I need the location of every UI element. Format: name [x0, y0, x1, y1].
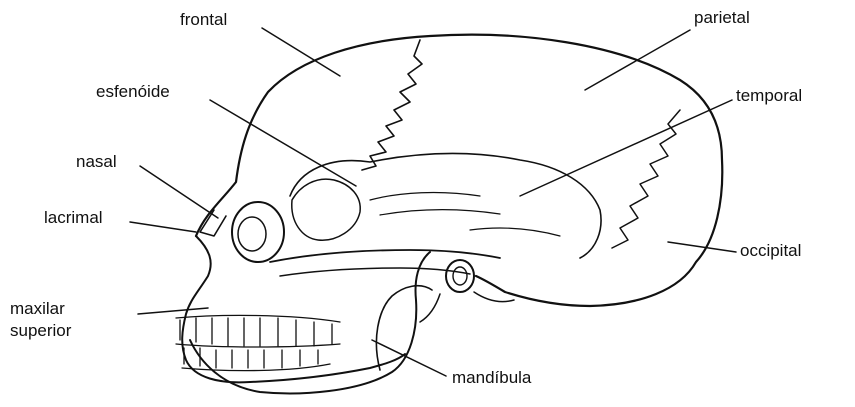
label-maxilar-superior: maxilar superior [10, 298, 71, 342]
label-nasal: nasal [76, 152, 117, 172]
lambdoid-suture [612, 110, 680, 248]
label-temporal: temporal [736, 86, 802, 106]
leader-frontal [262, 28, 340, 76]
label-mandibula: mandíbula [452, 368, 531, 388]
mastoid [420, 292, 514, 322]
squamosal-suture [290, 153, 601, 258]
coronal-suture [362, 40, 422, 170]
ear-canal [446, 260, 474, 292]
label-frontal: frontal [180, 10, 227, 30]
orbit-inner [238, 217, 266, 251]
leader-maxilar [138, 308, 208, 314]
lower-teeth [182, 348, 330, 371]
sphenoid-outline [292, 179, 360, 240]
leader-nasal [140, 166, 218, 218]
temporal-detail [370, 193, 560, 236]
label-occipital: occipital [740, 241, 801, 261]
leader-esfenoide [210, 100, 356, 186]
leader-occipital [668, 242, 736, 252]
orbit [232, 202, 284, 262]
leader-lines [130, 28, 736, 376]
label-maxilar-line2: superior [10, 320, 71, 342]
mandible-outline [190, 252, 430, 393]
leader-lacrimal [130, 222, 196, 232]
leader-parietal [585, 30, 690, 90]
leader-mandibula [372, 340, 446, 376]
zygomatic-arch-lower [280, 268, 470, 276]
label-maxilar-line1: maxilar [10, 298, 71, 320]
label-lacrimal: lacrimal [44, 208, 103, 228]
ear-canal-inner [453, 267, 467, 285]
cranium-outline [196, 35, 722, 306]
label-esfenoide: esfenóide [96, 82, 170, 102]
label-parietal: parietal [694, 8, 750, 28]
leader-temporal [520, 100, 732, 196]
upper-teeth [176, 315, 340, 347]
